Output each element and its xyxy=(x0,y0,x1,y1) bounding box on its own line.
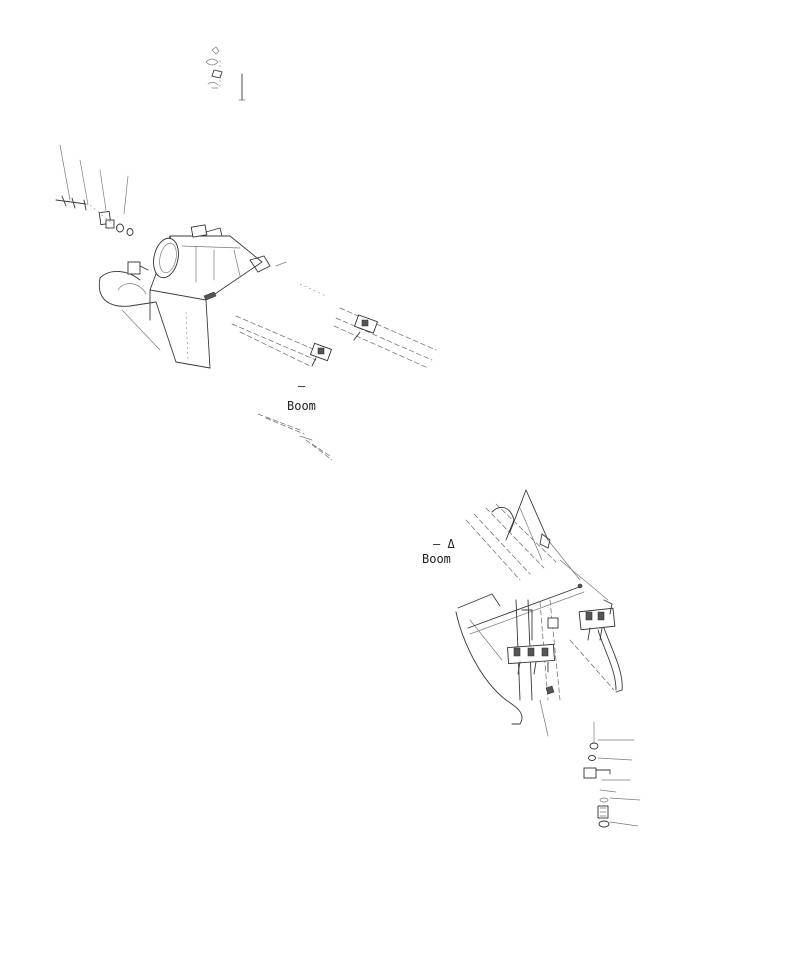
boom-lower-label: Boom xyxy=(422,552,451,566)
lower-right-fittings xyxy=(583,721,641,828)
boom-lower-marker: – Δ xyxy=(433,537,455,551)
upper-left-fittings xyxy=(55,144,134,236)
lower-boom-assembly xyxy=(455,489,623,737)
upper-loose-lines xyxy=(257,413,333,461)
upper-hose-lines xyxy=(231,283,437,369)
boom-upper-marker: – xyxy=(298,379,306,393)
upper-boom-assembly xyxy=(98,224,287,369)
boom-upper-callout: – Boom xyxy=(287,379,316,413)
boom-upper-label: Boom xyxy=(287,399,316,413)
boom-lower-callout: – Δ Boom xyxy=(422,537,455,566)
top-fitting-detail xyxy=(205,46,246,101)
